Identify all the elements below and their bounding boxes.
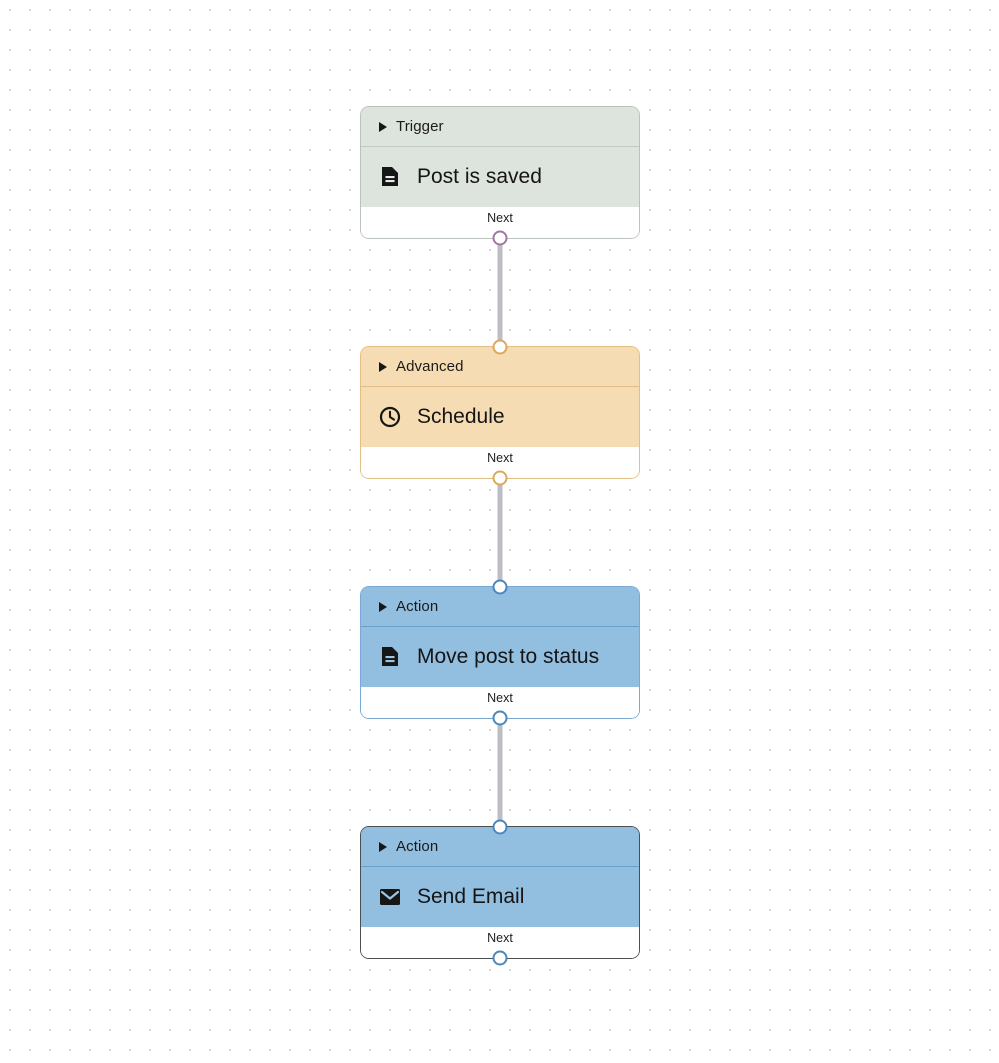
node-title: Move post to status [417, 645, 600, 669]
workflow-node-action-send-email[interactable]: Action Send Email Next [360, 819, 640, 966]
disclosure-triangle-icon[interactable] [379, 121, 387, 132]
node-inner: Action Send Email Next [361, 827, 639, 958]
disclosure-triangle-icon[interactable] [379, 601, 387, 612]
node-input-port-action-send-email[interactable] [492, 819, 508, 835]
node-title: Send Email [417, 885, 525, 909]
node-output-port-action-send-email[interactable] [492, 950, 508, 966]
document-icon [379, 646, 401, 668]
node-input-port-advanced[interactable] [492, 339, 508, 355]
node-body-advanced[interactable]: Schedule [361, 387, 639, 447]
node-body-trigger[interactable]: Post is saved [361, 147, 639, 207]
node-inner: Action Move post to status Next [361, 587, 639, 718]
disclosure-triangle-icon[interactable] [379, 841, 387, 852]
envelope-icon [379, 886, 401, 908]
node-footer-label: Next [487, 691, 513, 705]
workflow-node-action-move-post[interactable]: Action Move post to status Next [360, 579, 640, 726]
clock-icon [379, 406, 401, 428]
node-output-port-trigger[interactable] [492, 230, 508, 246]
disclosure-triangle-icon[interactable] [379, 361, 387, 372]
node-footer-label: Next [487, 931, 513, 945]
node-output-port-advanced[interactable] [492, 470, 508, 486]
node-category-label: Advanced [396, 358, 464, 375]
node-body-action[interactable]: Move post to status [361, 627, 639, 687]
node-category-label: Action [396, 838, 439, 855]
node-inner: Trigger Post is saved Next [361, 107, 639, 238]
node-inner: Advanced Schedule Next [361, 347, 639, 478]
node-title: Schedule [417, 405, 505, 429]
node-body-action-selected[interactable]: Send Email [361, 867, 639, 927]
node-category-label: Trigger [396, 118, 444, 135]
workflow-node-trigger[interactable]: Trigger Post is saved Next [360, 106, 640, 246]
node-input-port-action-move-post[interactable] [492, 579, 508, 595]
node-header-trigger[interactable]: Trigger [361, 107, 639, 147]
node-title: Post is saved [417, 165, 542, 189]
document-icon [379, 166, 401, 188]
node-category-label: Action [396, 598, 439, 615]
node-footer-label: Next [487, 451, 513, 465]
workflow-node-advanced[interactable]: Advanced Schedule Next [360, 339, 640, 486]
node-footer-label: Next [487, 211, 513, 225]
node-output-port-action-move-post[interactable] [492, 710, 508, 726]
